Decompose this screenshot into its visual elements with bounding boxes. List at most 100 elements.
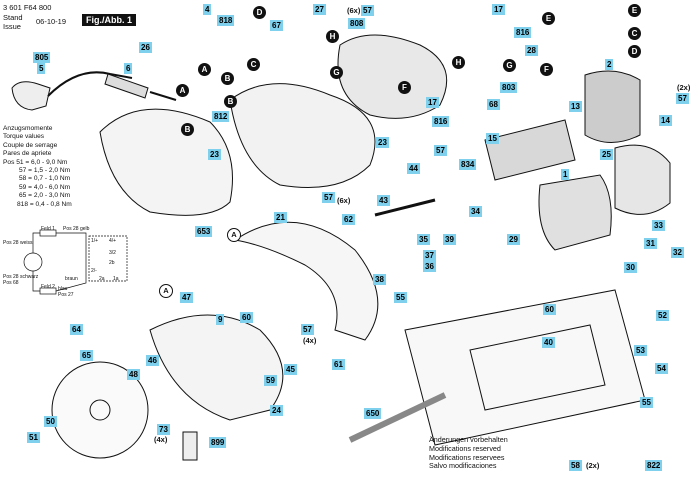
schematic-label: 3/2	[109, 250, 116, 256]
part-tag: 57	[676, 93, 689, 104]
part-tag: 24	[270, 405, 283, 416]
part-tag: 808	[348, 18, 366, 29]
part-tag: 73	[157, 424, 170, 435]
part-tag: 23	[208, 149, 221, 160]
schematic-label: 4/+	[109, 238, 117, 244]
part-tag: 43	[377, 195, 390, 206]
reference-marker: E	[542, 12, 555, 25]
part-tag: 26	[139, 42, 152, 53]
part-tag: 39	[443, 234, 456, 245]
reference-marker: F	[398, 81, 411, 94]
part-tag: 21	[274, 212, 287, 223]
part-tag: 57	[301, 324, 314, 335]
torque-line: 818 = 0,4 - 0,8 Nm	[17, 200, 72, 208]
reference-marker-outline: A	[159, 284, 173, 298]
schematic-label: Feld 1	[41, 226, 55, 232]
torque-line: Pares de apriete	[3, 150, 52, 158]
part-tag: 818	[217, 15, 235, 26]
torque-line: Torque values	[3, 133, 45, 141]
grease-tube-899	[182, 431, 198, 461]
schematic-label: Pos 68	[3, 280, 19, 286]
base-plate-822	[404, 289, 646, 446]
reference-marker-outline: A	[227, 228, 241, 242]
part-tag: 812	[212, 111, 230, 122]
torque-line: Anzugsmomente	[3, 125, 53, 132]
armature-15	[484, 119, 576, 181]
part-tag: 822	[645, 460, 663, 471]
part-tag: 55	[394, 292, 407, 303]
reference-marker: D	[628, 45, 641, 58]
part-tag: 27	[313, 4, 326, 15]
torque-values: Anzugsmomente Torque values Couple de se…	[3, 125, 72, 209]
schematic-label: Pos 28 schwarz	[3, 274, 39, 280]
power-cord	[47, 71, 133, 97]
schematic-label: 2/-	[91, 268, 97, 274]
note-line: Änderungen vorbehalten	[429, 435, 508, 444]
part-tag: 653	[195, 226, 213, 237]
part-tag: 51	[27, 432, 40, 443]
part-tag: 65	[80, 350, 93, 361]
note-line: Modifications reserved	[429, 443, 501, 453]
reference-marker: H	[326, 30, 339, 43]
reference-marker: C	[628, 27, 641, 40]
part-tag: 5	[37, 63, 46, 74]
field-coil-2	[584, 70, 641, 143]
issue-label: Issue	[3, 22, 21, 31]
reference-marker: F	[540, 63, 553, 76]
note-line: Modifications reservees	[429, 452, 505, 462]
schematic-label: 1a	[113, 276, 119, 282]
part-tag: 816	[432, 116, 450, 127]
schematic-label: blau	[58, 286, 68, 292]
part-tag: 58	[569, 460, 582, 471]
reference-marker: H	[452, 56, 465, 69]
handle-housing-23	[99, 108, 233, 216]
part-tag: 62	[342, 214, 355, 225]
part-tag: 60	[543, 304, 556, 315]
part-tag: 17	[492, 4, 505, 15]
part-tag: 64	[70, 324, 83, 335]
part-tag: 34	[469, 206, 482, 217]
schematic-label: Feld 2	[41, 284, 55, 290]
power-plug	[11, 81, 51, 111]
reference-marker: G	[503, 59, 516, 72]
wiring-schematic: Feld 1 Pos 28 gelb Pos 28 weiss Pos 28 s…	[3, 226, 138, 298]
part-tag: 805	[33, 52, 51, 63]
part-tag: 23	[376, 137, 389, 148]
quantity-label: (2x)	[586, 461, 600, 470]
stand-label: Stand	[3, 13, 23, 22]
reference-marker: B	[224, 95, 237, 108]
part-tag: 36	[423, 261, 436, 272]
part-tag: 37	[423, 250, 436, 261]
reference-marker: B	[221, 72, 234, 85]
schematic-label: 2b	[109, 260, 115, 266]
part-tag: 54	[655, 363, 668, 374]
part-tag: 61	[332, 359, 345, 370]
part-tag: 57	[361, 5, 374, 16]
part-tag: 46	[146, 355, 159, 366]
part-tag: 45	[284, 364, 297, 375]
part-tag: 9	[216, 314, 225, 325]
motor-housing-1	[337, 34, 448, 119]
housing-shell-23	[229, 83, 376, 188]
note-line: Salvo modificaciones	[429, 461, 497, 471]
part-tag: 44	[407, 163, 420, 174]
part-tag: 52	[656, 310, 669, 321]
schematic-label: 1/+	[91, 238, 99, 244]
torque-line: 65 = 2,0 - 3,0 Nm	[19, 192, 71, 200]
part-tag: 67	[270, 20, 283, 31]
reference-marker: D	[253, 6, 266, 19]
part-tag: 57	[322, 192, 335, 203]
torque-line: 58 = 0,7 - 1,0 Nm	[19, 175, 71, 183]
quantity-label: (2x)	[677, 83, 691, 92]
part-tag: 33	[652, 220, 665, 231]
part-tag: 13	[569, 101, 582, 112]
part-tag: 53	[634, 345, 647, 356]
torque-line: 59 = 4,0 - 6,0 Nm	[19, 183, 71, 191]
schematic-label: braun	[65, 276, 78, 282]
part-tag: 803	[500, 82, 518, 93]
part-tag: 29	[507, 234, 520, 245]
part-tag: 816	[514, 27, 532, 38]
part-tag: 25	[600, 149, 613, 160]
part-tag: 35	[417, 234, 430, 245]
saw-blade-50	[51, 361, 149, 459]
